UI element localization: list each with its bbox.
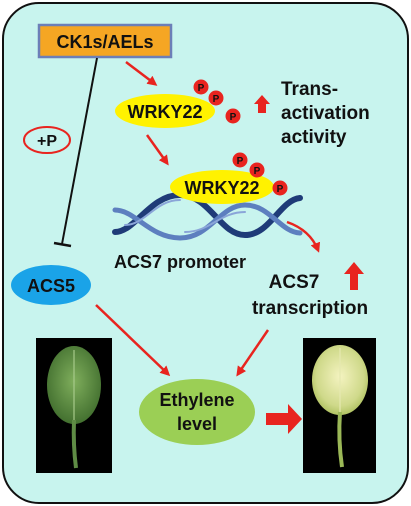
acs5-label: ACS5: [27, 276, 75, 296]
healthy-leaf-photo: [36, 338, 112, 473]
phospho-label: P: [230, 112, 237, 123]
phospho-icon: P: [249, 162, 265, 178]
phospho-icon: P: [272, 180, 288, 196]
arrow-wrky22-to-wrky22: [145, 134, 169, 166]
phospho-icon: P: [232, 152, 248, 168]
phospho-label: P: [237, 156, 244, 167]
phospho-label: P: [254, 166, 261, 177]
senescent-leaf-photo: [303, 338, 376, 473]
ethylene-line-2: level: [177, 414, 217, 434]
ethylene-level-node: Ethylene level: [139, 379, 255, 445]
wrky22-mid-node: WRKY22: [170, 170, 274, 204]
phospho-icon: P: [225, 108, 241, 124]
inhibition-icon: [53, 57, 98, 248]
wrky22-top-label: WRKY22: [127, 102, 202, 122]
arrow-acs5-to-ethylene: [95, 304, 171, 377]
acs7-line-1: ACS7: [269, 272, 320, 293]
ck1-aels-label: CK1s/AELs: [56, 32, 153, 52]
phospho-label: P: [277, 184, 284, 195]
arrow-to-acs7: [286, 220, 321, 253]
trans-line-3: activity: [281, 127, 347, 148]
ck1-aels-node: CK1s/AELs: [37, 23, 173, 59]
trans-line-1: Trans-: [281, 79, 338, 100]
acs7-promoter-label: ACS7 promoter: [114, 252, 246, 272]
wrky22-top-node: WRKY22: [115, 94, 215, 128]
wrky22-mid-label: WRKY22: [184, 178, 259, 198]
acs5-node: ACS5: [11, 265, 91, 305]
phospho-icon: P: [208, 90, 224, 106]
arrow-acs7-to-ethylene: [236, 329, 270, 377]
plus-p-label: +P: [37, 133, 57, 150]
thick-arrow-icon: [266, 404, 302, 434]
ethylene-line-1: Ethylene: [159, 390, 234, 410]
dna-icon: [112, 191, 303, 241]
phospho-icon: P: [193, 79, 209, 95]
red-up-arrow-icon: [344, 262, 364, 290]
acs7-line-2: transcription: [252, 298, 368, 319]
red-up-arrow-icon: [254, 95, 270, 113]
arrow-ck1-to-wrky22: [125, 61, 158, 86]
trans-line-2: activation: [281, 103, 370, 124]
plus-p-badge: +P: [23, 126, 71, 154]
phospho-label: P: [198, 83, 205, 94]
phospho-label: P: [213, 94, 220, 105]
